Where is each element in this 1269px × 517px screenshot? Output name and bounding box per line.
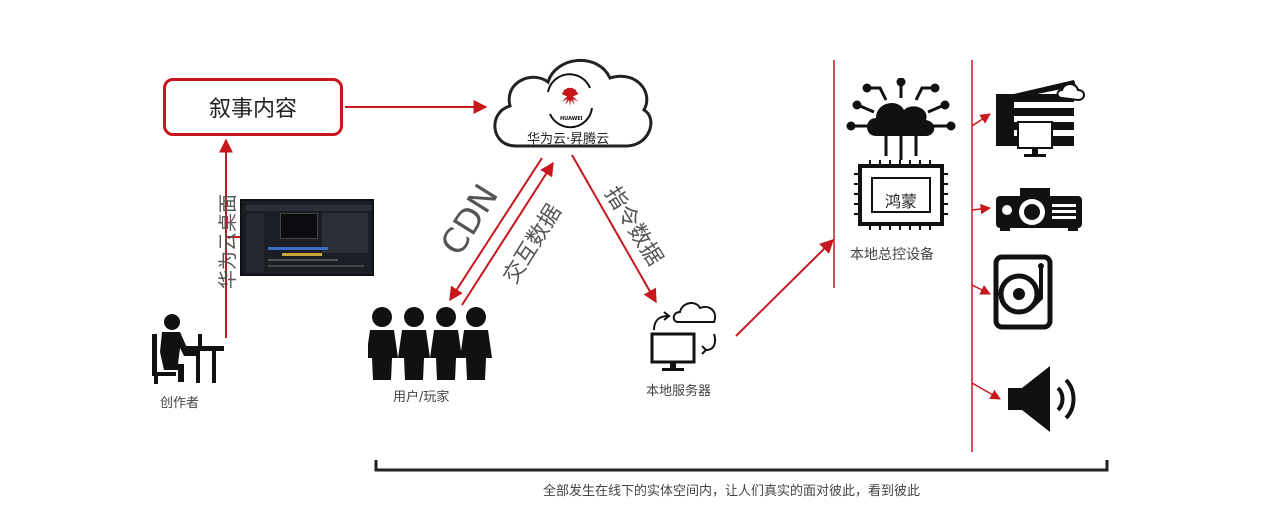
local-server-label: 本地服务器 (646, 384, 712, 399)
person-4-icon (460, 307, 492, 380)
arrow-users-to-cloud (461, 161, 554, 306)
users-icon (368, 307, 492, 380)
person-1-icon (368, 307, 398, 380)
cloud-icon (493, 59, 653, 148)
ai-cloud-icon (846, 78, 956, 160)
local-controller-icon (846, 78, 956, 230)
footer-caption: 全部发生在线下的实体空间内，让人们真实的面对彼此，看到彼此 (543, 484, 921, 499)
cloud-label: 华为云·昇腾云 (527, 132, 610, 147)
person-3-icon (430, 307, 462, 380)
arrow-cloud-to-users (449, 157, 543, 302)
local-controller-label: 本地总控设备 (850, 247, 934, 263)
speaker-icon (1008, 366, 1076, 432)
printer-icon (996, 80, 1085, 157)
arrow-server-to-controller (735, 239, 834, 337)
users-label: 用户/玩家 (393, 390, 450, 405)
local-server-icon (650, 302, 716, 371)
narrative-content-label: 叙事内容 (208, 97, 297, 122)
chip-label: 鸿蒙 (884, 192, 917, 211)
arrow-to-speaker (971, 382, 1001, 400)
person-2-icon (398, 307, 430, 380)
narrative-content-box: 叙事内容 (163, 78, 343, 136)
arrow-cloud-to-server (571, 154, 657, 304)
arrow-to-turntable (971, 284, 991, 295)
arrow-to-printer (971, 113, 991, 127)
cloud-desktop-screenshot (240, 199, 374, 276)
creator-icon (152, 314, 224, 384)
bottom-bracket (374, 460, 1109, 472)
turntable-icon (993, 254, 1053, 330)
projector-icon (996, 188, 1082, 231)
cloud-desktop-label: 华为云桌面 (217, 193, 239, 289)
chip-icon (854, 160, 948, 230)
huawei-logo-icon (547, 73, 593, 129)
creator-label: 创作者 (160, 396, 200, 411)
arrow-to-projector (971, 203, 992, 215)
huawei-brand-text: HUAWEI (560, 116, 583, 122)
